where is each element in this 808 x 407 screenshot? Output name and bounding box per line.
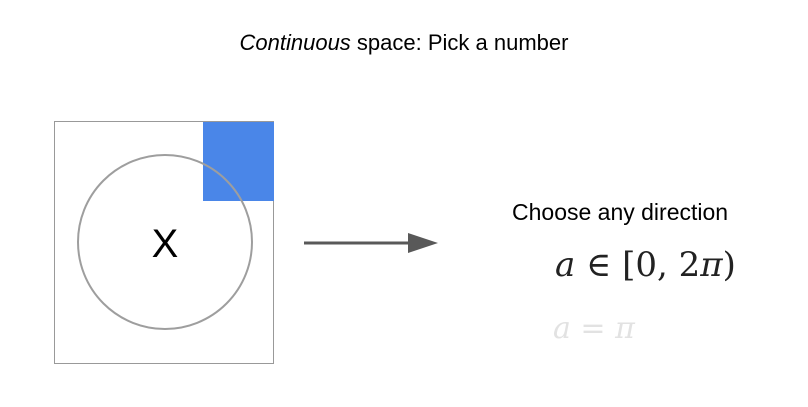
range-pi: π bbox=[700, 245, 723, 285]
agent-label: X bbox=[151, 222, 179, 266]
range-interval: [0, 2 bbox=[622, 245, 701, 285]
example-variable: a bbox=[553, 311, 571, 346]
title-emphasis: Continuous bbox=[239, 30, 351, 55]
action-example-expression: a = π bbox=[553, 311, 635, 346]
range-relation: ∈ bbox=[575, 245, 623, 285]
range-close: ) bbox=[722, 245, 736, 285]
example-relation: = bbox=[570, 311, 616, 346]
title-rest: space: Pick a number bbox=[350, 30, 569, 55]
range-variable: a bbox=[555, 245, 576, 285]
action-description: Choose any direction bbox=[512, 199, 729, 225]
diagram-title: Continuous space: Pick a number bbox=[0, 30, 808, 56]
arrow-head bbox=[408, 233, 438, 253]
action-range-expression: a ∈ [0, 2π) bbox=[555, 245, 736, 285]
agent-circle bbox=[77, 154, 253, 330]
example-value: π bbox=[615, 311, 635, 346]
right-arrow-icon bbox=[304, 233, 438, 253]
